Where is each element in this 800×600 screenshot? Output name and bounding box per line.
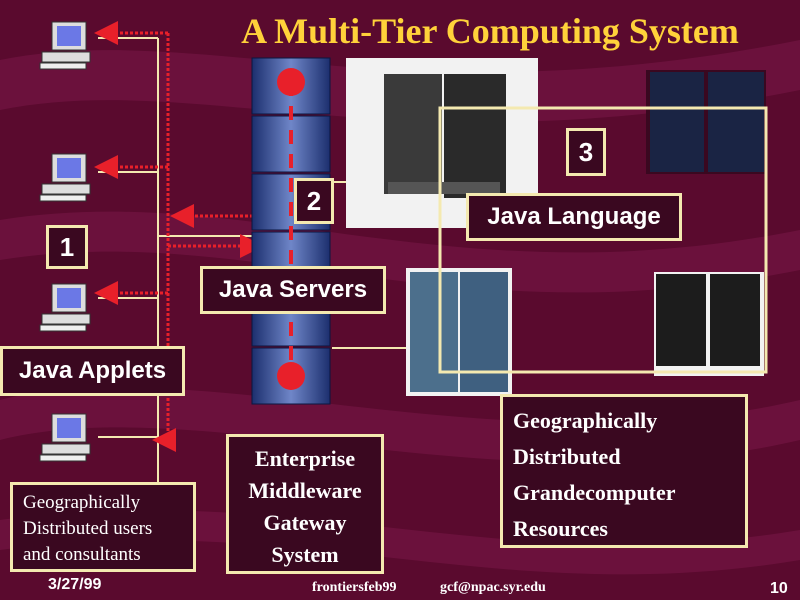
java-language-frame bbox=[438, 106, 768, 374]
resources-description-line-4: Resources bbox=[513, 516, 608, 541]
users-description-line-1: Geographically bbox=[23, 492, 141, 513]
supercomputer-photo-1 bbox=[346, 58, 538, 228]
resources-description-line-2: Distributed bbox=[513, 444, 621, 469]
middleware-description-line-2: Middleware bbox=[248, 478, 362, 503]
footer-file: frontiersfeb99 bbox=[312, 580, 397, 595]
java-language-label: Java Language bbox=[466, 193, 682, 241]
footer-page-number: 10 bbox=[770, 580, 788, 597]
users-description-line-3: and consultants bbox=[23, 544, 141, 565]
java-servers-label: Java Servers bbox=[200, 266, 386, 314]
tier-2-badge: 2 bbox=[294, 178, 334, 224]
client-computer-3 bbox=[39, 283, 91, 332]
tier-3-badge: 3 bbox=[566, 128, 606, 176]
client-computer-1 bbox=[39, 21, 91, 70]
supercomputer-photo-2 bbox=[646, 70, 766, 174]
client-computer-2 bbox=[39, 153, 91, 202]
supercomputer-photo-4 bbox=[654, 272, 764, 376]
client-request-arrows bbox=[94, 21, 264, 452]
middleware-description: Enterprise Middleware Gateway System bbox=[226, 434, 384, 574]
users-description: Geographically Distributed users and con… bbox=[10, 482, 196, 572]
resources-description-line-1: Geographically bbox=[513, 408, 658, 433]
resources-description: Geographically Distributed Grandecompute… bbox=[500, 394, 748, 548]
client-computer-4 bbox=[39, 413, 91, 462]
footer-email: gcf@npac.syr.edu bbox=[440, 580, 546, 595]
java-applets-label: Java Applets bbox=[0, 346, 185, 396]
resources-description-line-3: Grandecomputer bbox=[513, 480, 676, 505]
middleware-description-line-3: Gateway bbox=[263, 510, 347, 535]
page-title: A Multi-Tier Computing System bbox=[241, 11, 739, 51]
users-description-line-2: Distributed users bbox=[23, 518, 153, 539]
tier-1-badge: 1 bbox=[46, 225, 88, 269]
footer-date: 3/27/99 bbox=[48, 576, 102, 593]
middleware-description-line-1: Enterprise bbox=[254, 446, 356, 471]
middleware-description-line-4: System bbox=[271, 542, 339, 567]
supercomputer-photo-3 bbox=[406, 268, 512, 396]
